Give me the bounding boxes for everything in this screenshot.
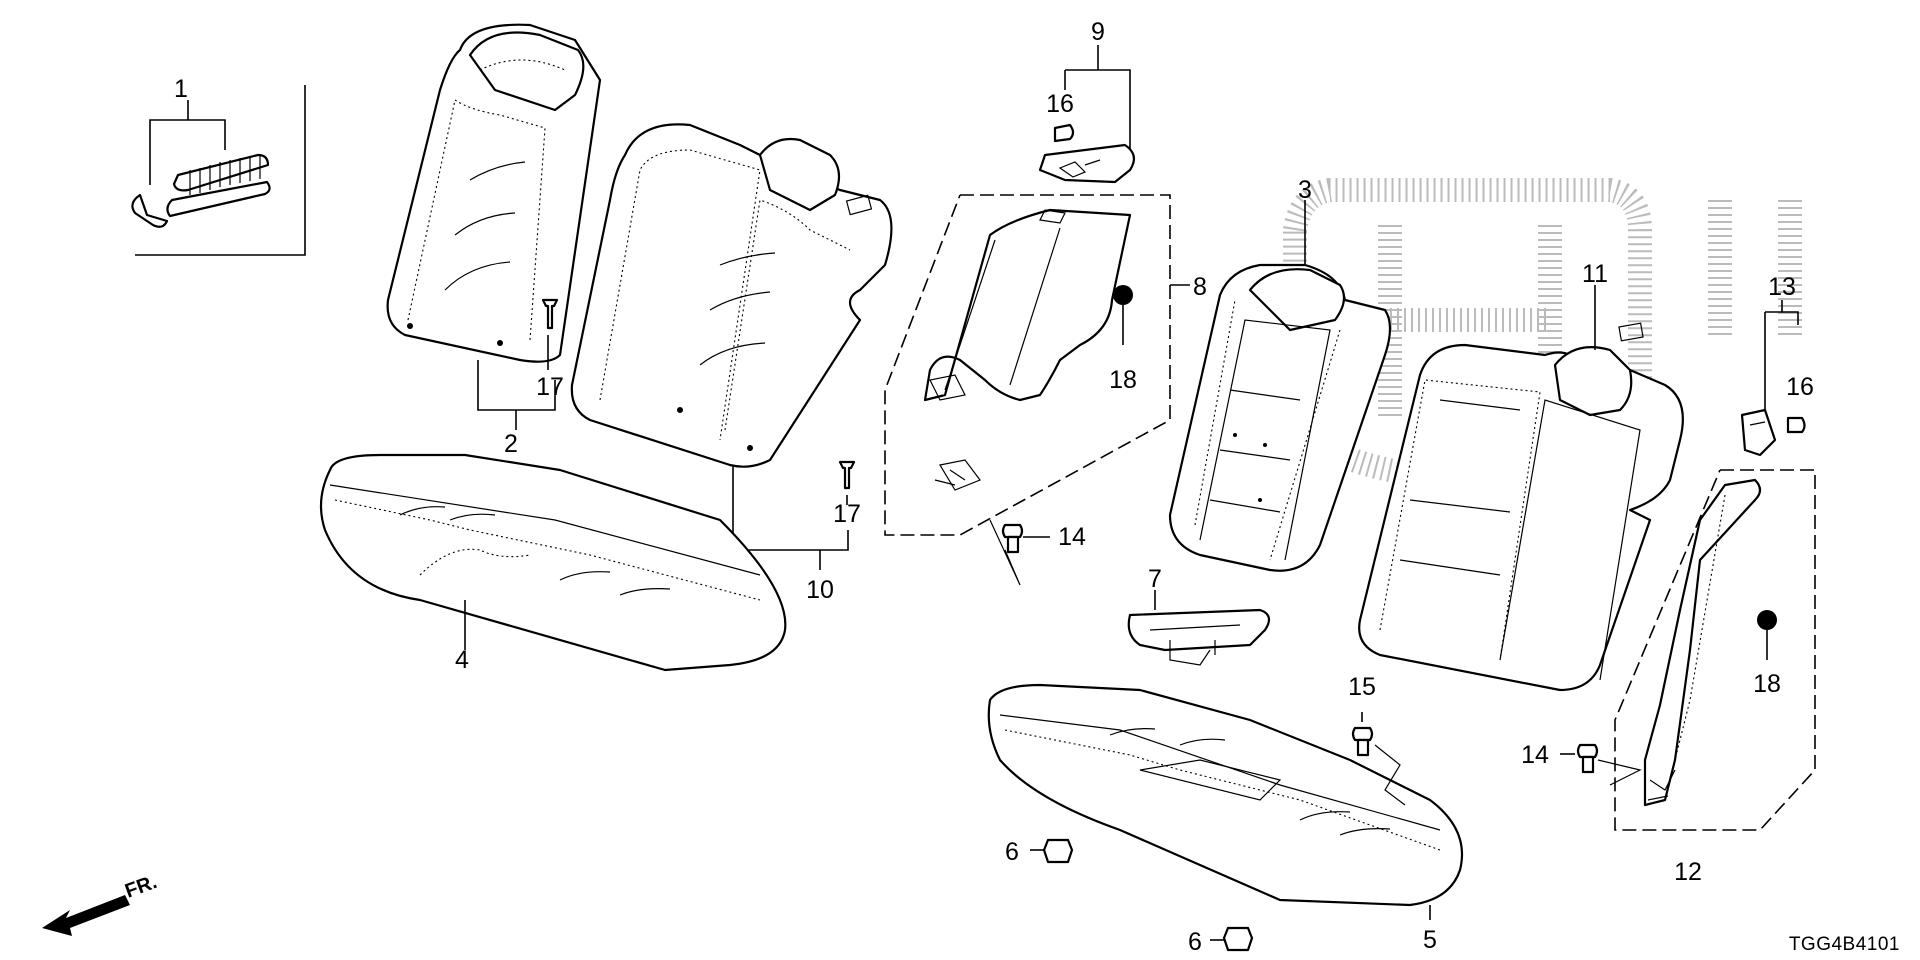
callout-14-left: 14: [1058, 523, 1086, 551]
part-9-bracket: [1038, 45, 1136, 184]
part-5-right-seat-cushion: [987, 683, 1464, 920]
part-13-bracket: [1740, 300, 1806, 457]
callout-16-upper: 16: [1046, 90, 1074, 118]
callout-16-right: 16: [1786, 373, 1814, 401]
callout-10: 10: [806, 576, 834, 604]
callout-3: 3: [1298, 176, 1312, 204]
part-4-left-seat-cushion: [319, 453, 787, 672]
part-11-right-seatback-cover: [1358, 285, 1684, 692]
callout-18-right: 18: [1753, 670, 1781, 698]
part-15-bolt: [1351, 712, 1406, 806]
callout-14-right: 14: [1521, 741, 1549, 769]
part-17-clip-right: [838, 460, 856, 505]
callout-6-upper: 6: [1005, 838, 1019, 866]
callout-15: 15: [1348, 673, 1376, 701]
diagram-code: TGG4B4101: [1789, 934, 1900, 955]
callout-6-lower: 6: [1188, 928, 1202, 956]
part-6-clip-lower: [1210, 926, 1254, 952]
callout-11: 11: [1582, 260, 1608, 288]
front-arrow-icon: FR.: [42, 871, 160, 936]
callout-13: 13: [1768, 273, 1796, 301]
callout-12: 12: [1674, 858, 1702, 886]
callout-labels: 1 2 3 4 5 6 6 7 8 9 10 11 12 13 14 14 15…: [174, 18, 1814, 956]
front-indicator-label: FR.: [122, 871, 160, 903]
callout-2: 2: [504, 430, 518, 458]
callout-9: 9: [1091, 18, 1105, 46]
callout-7: 7: [1148, 565, 1162, 593]
part-3-right-seatback-frame-cover: [1168, 200, 1392, 572]
callout-8: 8: [1193, 273, 1207, 301]
part-1-hook-set: [131, 85, 306, 256]
callout-1: 1: [174, 75, 188, 103]
part-18-grommet-left: [1113, 285, 1133, 345]
part-2-left-seatback-cover: [386, 23, 602, 430]
callout-18-left: 18: [1109, 366, 1137, 394]
part-8-seatback-frame: [884, 194, 1190, 536]
callout-17-right: 17: [833, 500, 861, 528]
part-17-clip-left: [541, 298, 559, 370]
part-12-side-panel: [1614, 469, 1816, 831]
part-18-grommet-right: [1757, 610, 1777, 660]
part-14-bolt-right: [1560, 743, 1642, 786]
callout-5: 5: [1423, 926, 1437, 954]
part-6-clip-upper: [1030, 838, 1074, 864]
part-10-right-seatback-cover: [570, 123, 893, 570]
callout-17-left: 17: [536, 373, 564, 401]
callout-4: 4: [455, 646, 469, 674]
part-7-center-bracket: [1127, 590, 1271, 666]
part-14-bolt-left: [989, 519, 1050, 586]
